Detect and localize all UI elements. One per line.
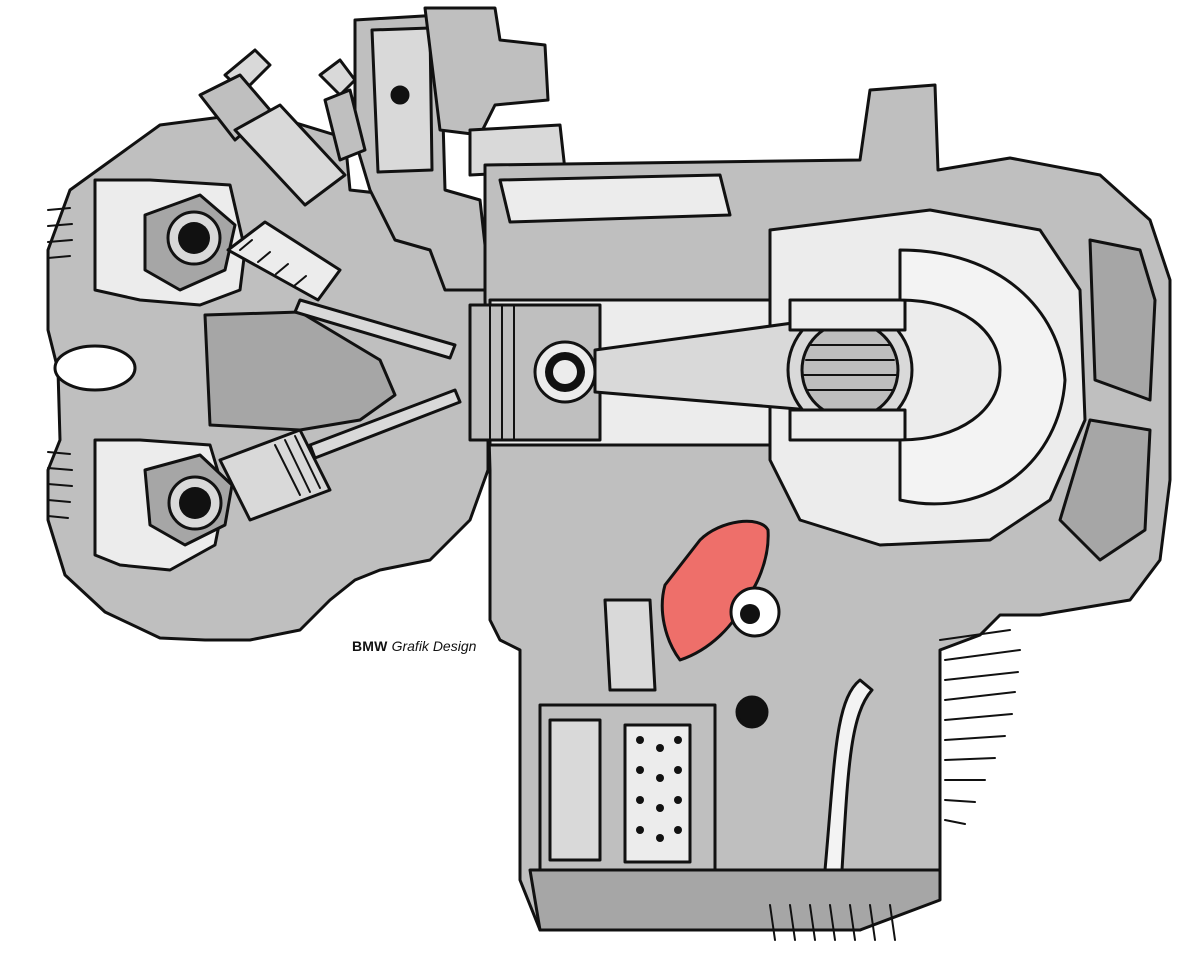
intake-valve [226, 220, 457, 360]
crankshaft-counterweight [898, 248, 1067, 506]
connecting-rod [593, 298, 914, 442]
intake-camshaft [143, 193, 237, 292]
intake-port [353, 6, 567, 292]
balance-lobe [660, 519, 781, 662]
valve-springs [218, 428, 332, 522]
credit-brand: BMW [352, 638, 388, 654]
exhaust-valve [308, 388, 462, 460]
head-cooling-fins [47, 207, 73, 519]
fuel-injector [198, 48, 347, 207]
cooling-fins [769, 629, 1021, 941]
oil-filter [538, 598, 717, 872]
credit-studio: Grafik Design [391, 638, 477, 654]
oil-pan [528, 868, 942, 932]
spark-plug [318, 58, 367, 162]
exhaust-camshaft [143, 453, 234, 547]
piston-pin [533, 340, 597, 404]
